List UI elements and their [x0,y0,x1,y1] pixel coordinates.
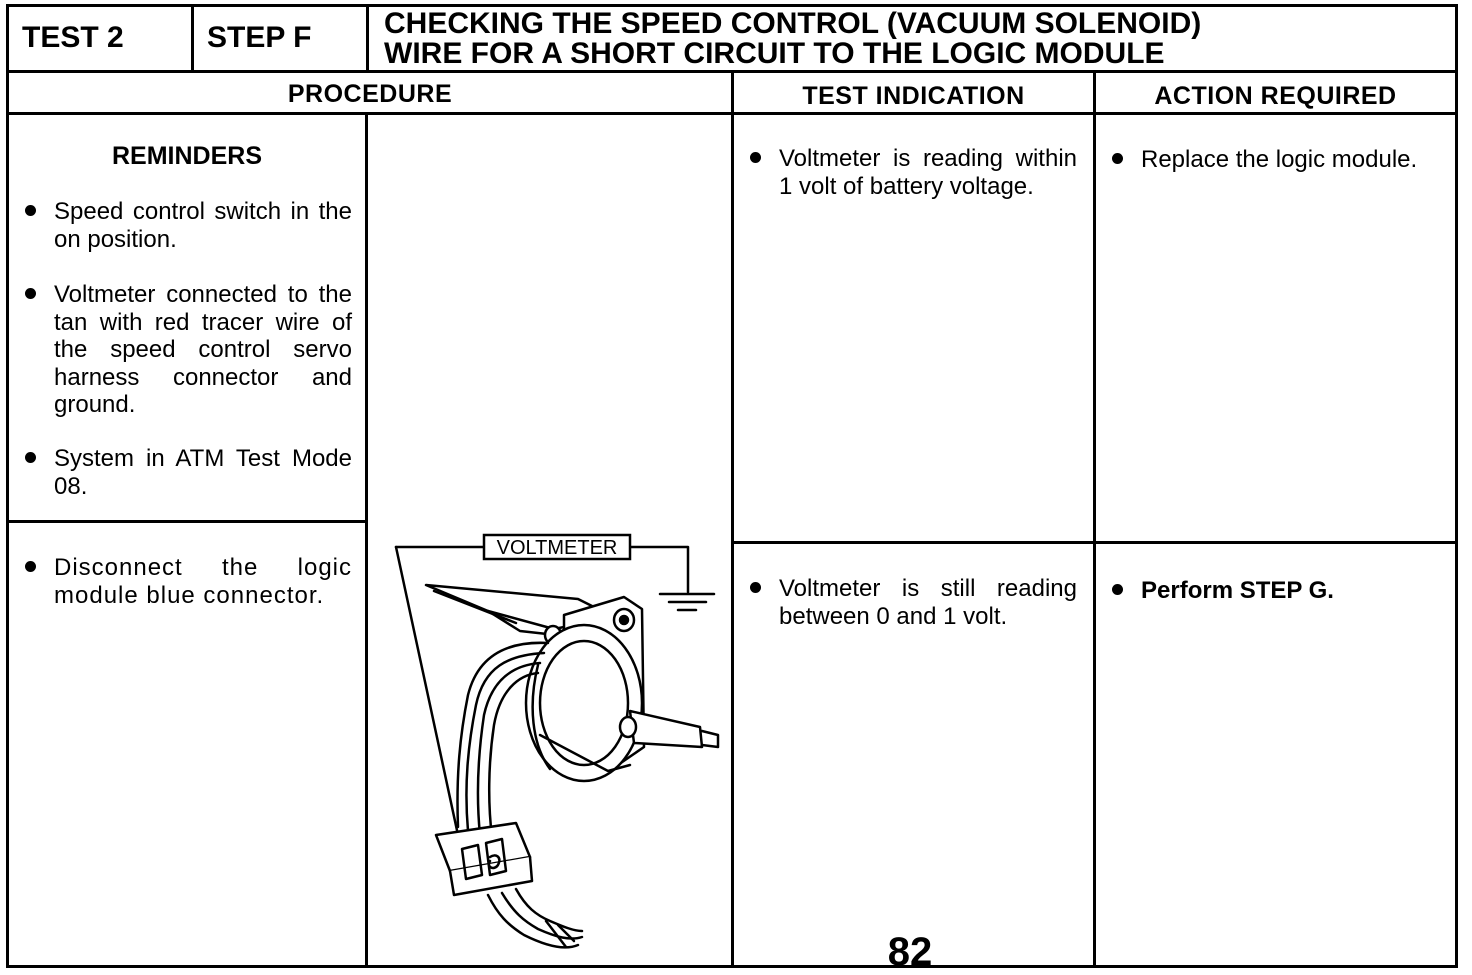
action-text: Replace the logic module. [1141,146,1418,173]
test-label: TEST 2 [22,21,124,54]
list-item: Voltmeter is reading within 1 volt of ba… [731,145,1077,200]
list-item: Replace the logic module. [1093,146,1439,174]
indication-text: Voltmeter is still reading between 0 and… [779,575,1077,630]
test-indication-column-header: TEST INDICATION [802,82,1025,110]
bullet-icon [25,561,36,572]
voltmeter-label: VOLTMETER [497,537,618,559]
indication-column-divider [731,70,734,968]
reminder-text: Speed control switch in the on position. [54,198,352,253]
step-label: STEP F [207,21,312,54]
result-row-divider [731,541,1458,544]
list-item: Speed control switch in the on position. [6,198,352,253]
header-step-divider [366,4,369,71]
list-item: Voltmeter is still reading between 0 and… [731,575,1077,630]
illustration-column-divider [365,112,368,968]
action-column-divider [1093,70,1096,968]
page-number: 82 [887,930,933,974]
servo-illustration: VOLTMETER [394,533,720,949]
bullet-icon [25,288,36,299]
page-title-line-1: CHECKING THE SPEED CONTROL (VACUUM SOLEN… [384,7,1202,40]
page-title-line-2: WIRE FOR A SHORT CIRCUIT TO THE LOGIC MO… [384,37,1165,70]
reminders-heading: REMINDERS [111,142,262,170]
bullet-icon [1112,153,1123,164]
action-required-column-header: ACTION REQUIRED [1154,82,1397,110]
action-text: Perform STEP G. [1141,577,1334,604]
list-item: Perform STEP G. [1093,577,1439,605]
list-item: Voltmeter connected to the tan with red … [6,281,352,419]
reminder-text: Voltmeter connected to the tan with red … [54,281,352,418]
bullet-icon [25,452,36,463]
indication-text: Voltmeter is reading within 1 volt of ba… [779,145,1077,200]
procedure-step-text: Disconnect the logic module blue connect… [54,554,352,609]
list-item: System in ATM Test Mode 08. [6,445,352,500]
header-test-divider [191,4,194,71]
bullet-icon [25,205,36,216]
reminder-text: System in ATM Test Mode 08. [54,445,352,500]
bullet-icon [1112,584,1123,595]
bullet-icon [750,582,761,593]
reminders-divider [6,520,368,523]
procedure-step: Disconnect the logic module blue connect… [6,554,352,609]
procedure-column-header: PROCEDURE [287,80,453,108]
bullet-icon [750,152,761,163]
